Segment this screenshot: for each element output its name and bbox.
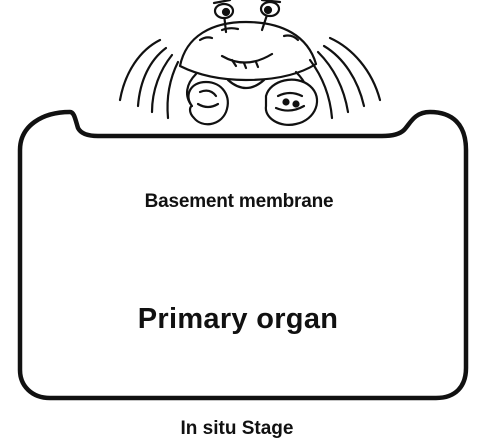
stage-caption: In situ Stage	[0, 418, 477, 440]
basement-membrane-label: Basement membrane	[0, 191, 479, 213]
primary-organ-label: Primary organ	[0, 303, 478, 336]
